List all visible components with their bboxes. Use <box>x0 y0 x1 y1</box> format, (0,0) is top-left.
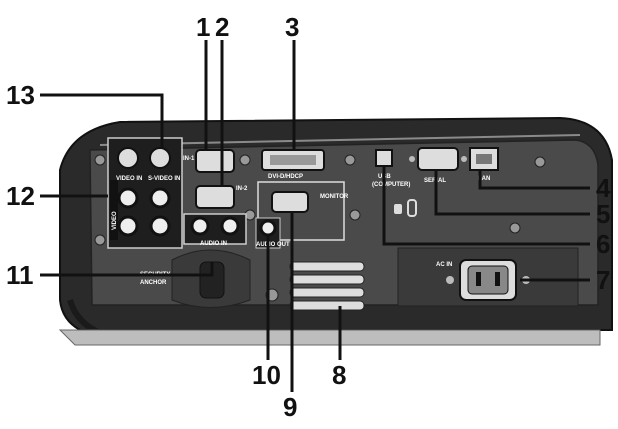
rca-jack-1 <box>117 187 139 209</box>
in-1-label: IN-1 <box>183 156 195 162</box>
audio-in-right-jack <box>220 216 240 236</box>
rca-jack-3 <box>117 215 139 237</box>
callout-10: 10 <box>252 360 281 390</box>
in-2-port <box>195 185 235 209</box>
callout-3: 3 <box>285 12 299 42</box>
video-input-block: VIDEO VIDEO IN S-VIDEO IN <box>107 137 183 249</box>
callout-numbers: 1 2 3 4 5 6 7 8 9 10 11 12 13 <box>6 12 611 422</box>
security-anchor-label-2: ANCHOR <box>140 280 167 286</box>
callout-9: 9 <box>283 392 297 422</box>
leader-lines <box>40 40 590 392</box>
serial-port <box>417 147 459 171</box>
monitor-out-block: MONITOR <box>257 181 349 241</box>
lock-icon <box>394 204 402 214</box>
side-label: VIDEO <box>112 211 118 230</box>
callout-2: 2 <box>215 12 229 42</box>
security-anchor-block: SECURITY ANCHOR <box>140 249 251 308</box>
usb-port <box>375 149 393 167</box>
ac-in-block: AC IN <box>397 247 579 307</box>
lan-block: LAN <box>469 147 499 182</box>
callout-13: 13 <box>6 80 35 110</box>
monitor-out-port <box>271 191 309 213</box>
rca-jack-2 <box>149 187 171 209</box>
dvi-label: DVI-D/HDCP <box>268 174 303 180</box>
video-in-label: VIDEO IN <box>116 176 142 182</box>
callout-4: 4 <box>596 173 611 203</box>
callout-7: 7 <box>596 265 610 295</box>
lan-label: LAN <box>478 176 490 182</box>
in-2-label: IN-2 <box>236 186 248 192</box>
s-video-in-label: S-VIDEO IN <box>148 176 180 182</box>
vga-ports: IN-1 IN-2 <box>183 149 248 209</box>
callout-12: 12 <box>6 181 35 211</box>
usb-sub-label: (COMPUTER) <box>372 182 410 188</box>
dvi-block: DVI-D/HDCP <box>261 149 325 180</box>
s-video-port-right <box>149 147 171 169</box>
s-video-port-left <box>117 147 139 169</box>
vent-grille <box>289 261 365 311</box>
callout-11: 11 <box>6 260 34 290</box>
audio-in-label: AUDIO IN <box>200 241 227 247</box>
monitor-out-label: MONITOR <box>320 194 349 200</box>
callout-6: 6 <box>596 229 610 259</box>
audio-in-block: AUDIO IN <box>183 213 247 247</box>
audio-out-jack <box>259 219 277 237</box>
rca-jack-4 <box>149 215 171 237</box>
callout-5: 5 <box>596 199 610 229</box>
audio-in-left-jack <box>190 216 210 236</box>
callout-8: 8 <box>332 360 346 390</box>
in-1-port <box>195 149 235 173</box>
audio-out-label: AUDIO OUT <box>256 242 290 248</box>
callout-1: 1 <box>196 12 210 42</box>
serial-block: SERIAL <box>409 147 467 184</box>
ac-in-label: AC IN <box>436 262 452 268</box>
